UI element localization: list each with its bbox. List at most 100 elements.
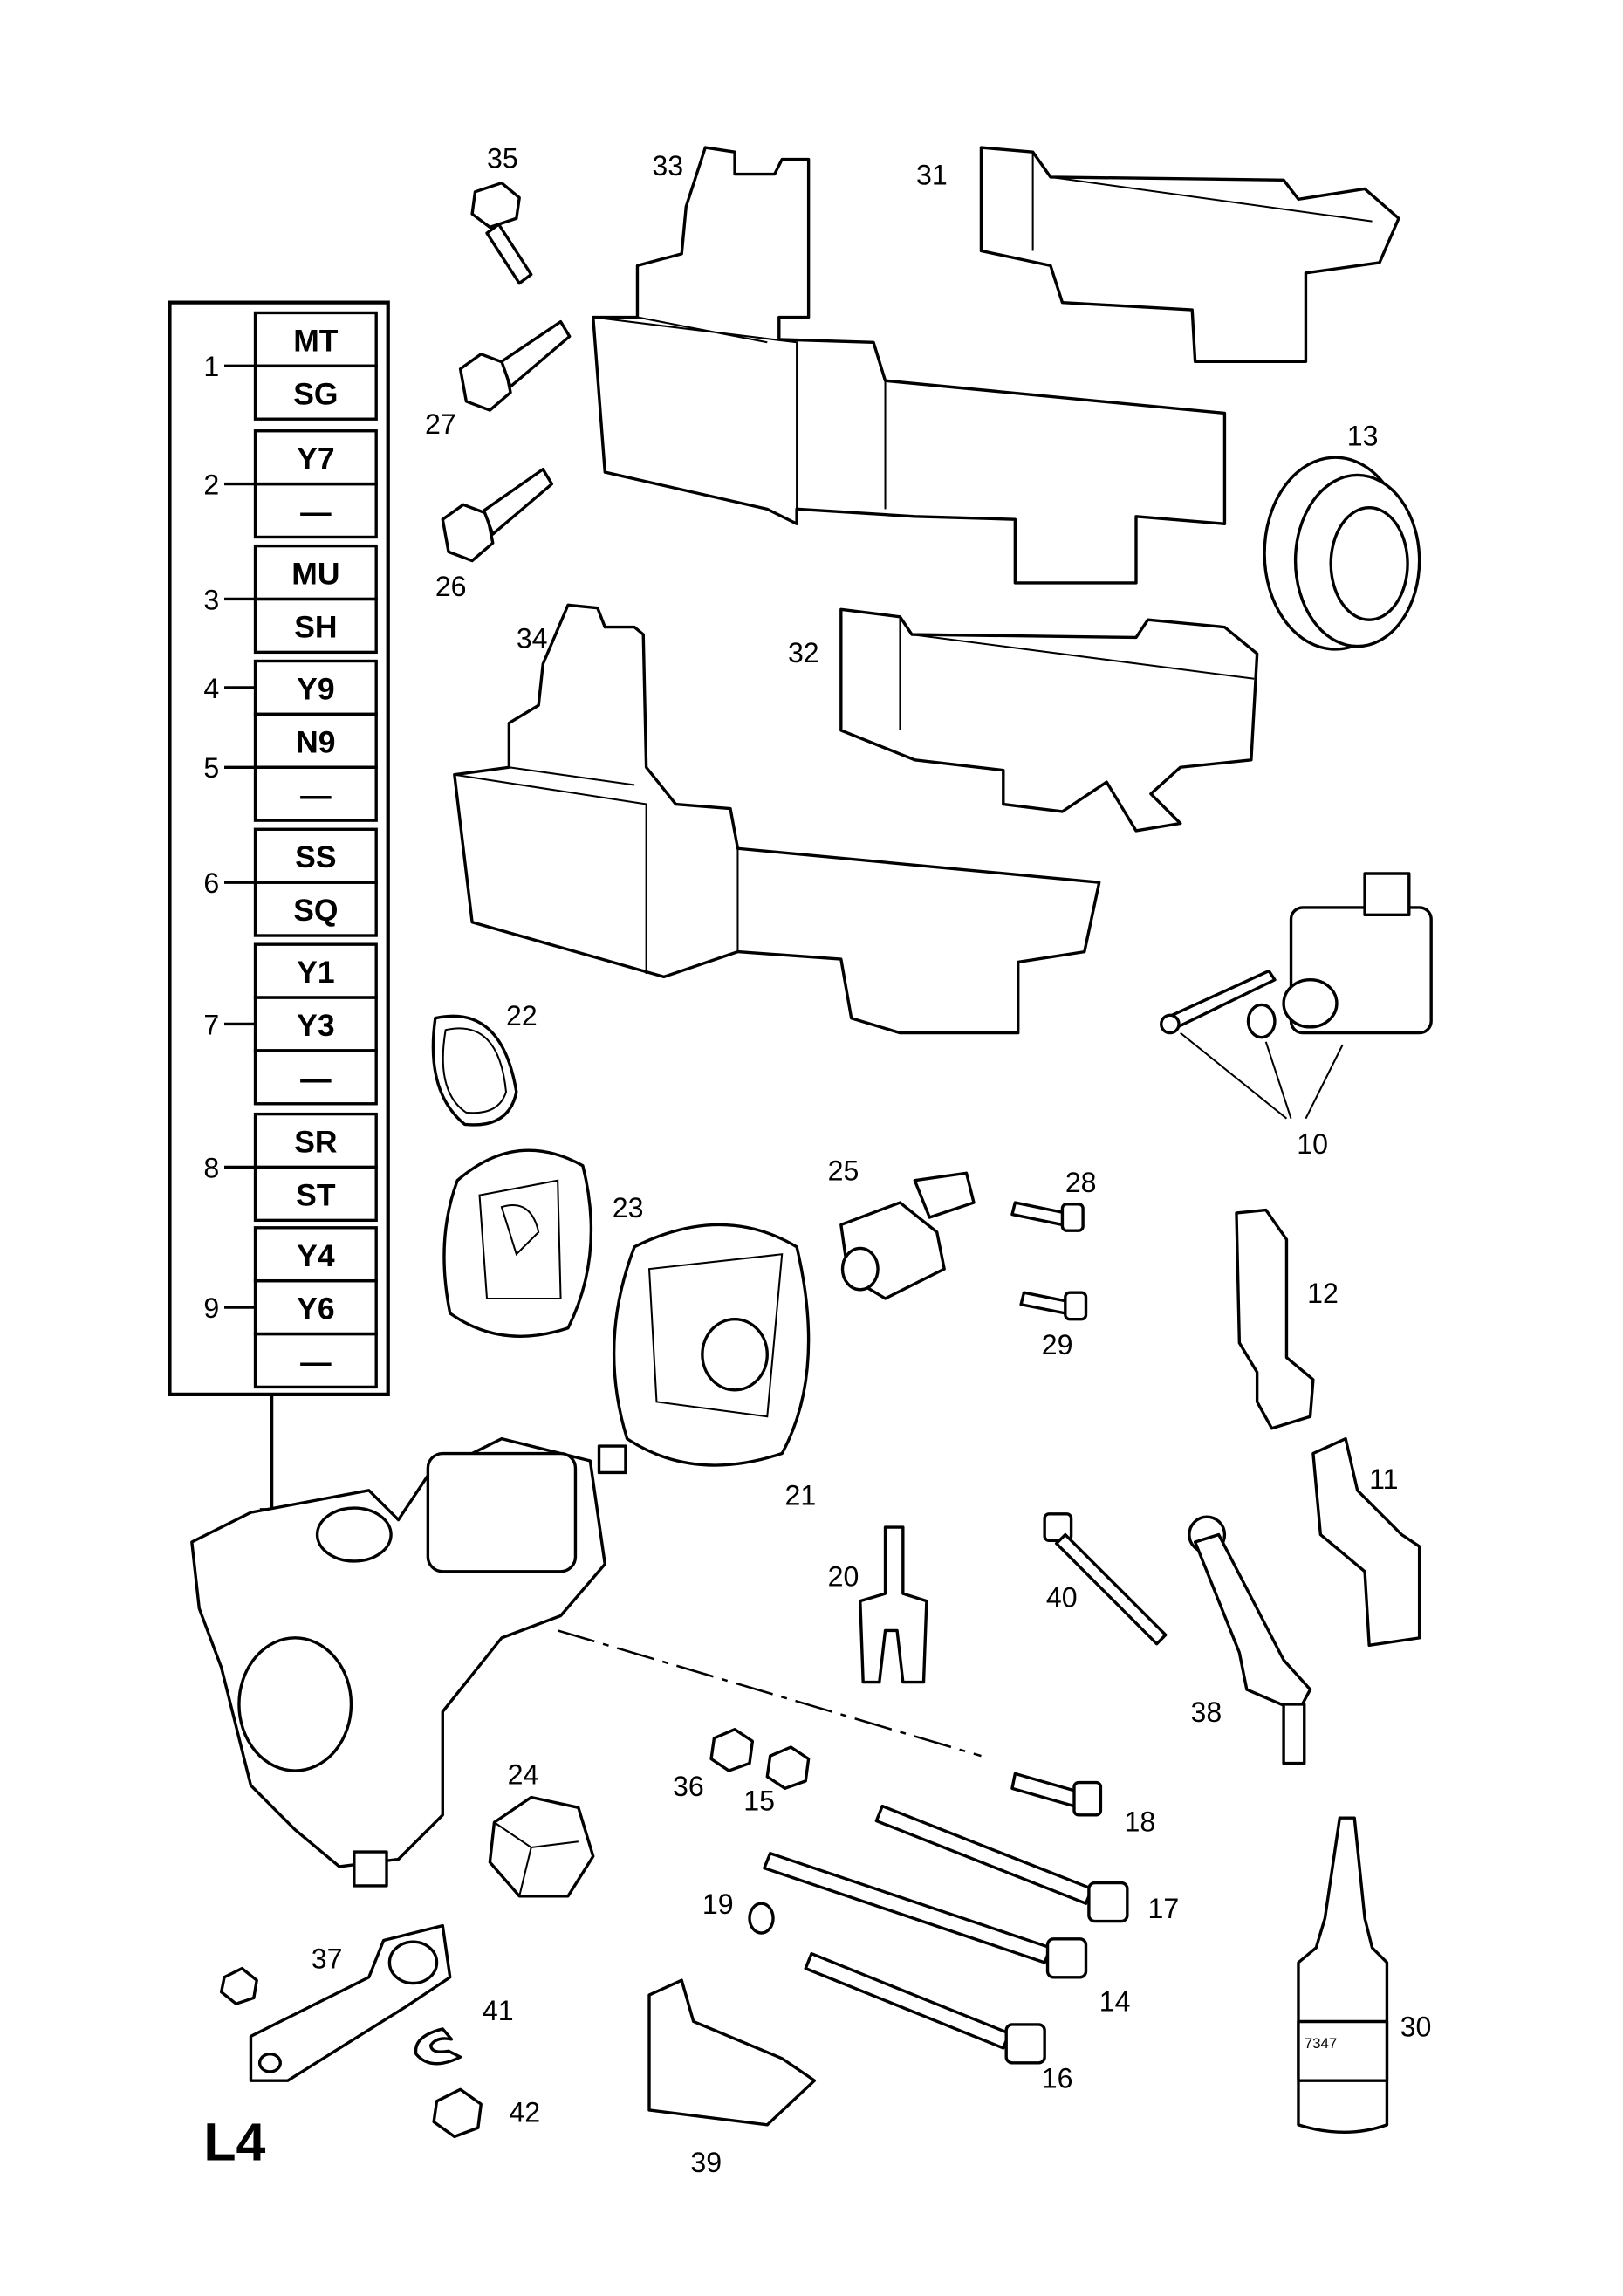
legend-cell [253, 1165, 378, 1223]
legend-cell [253, 482, 378, 539]
callout-24: 24 [508, 1758, 539, 1790]
legend-cell [253, 1049, 378, 1106]
callout-23: 23 [613, 1192, 644, 1223]
callout-34: 34 [517, 622, 548, 654]
legend-frame [168, 300, 390, 1396]
callout-37: 37 [312, 1943, 343, 1975]
callout-19: 19 [702, 1888, 734, 1920]
part-26-bolt [441, 468, 554, 563]
part-38-pitman-arm [1188, 1515, 1312, 1765]
steering-gear-box [190, 1436, 627, 1888]
legend-number: 3 [203, 584, 219, 615]
callouts: 35 33 31 27 13 26 34 32 22 10 25 28 23 1… [312, 143, 1432, 2178]
callout-38: 38 [1191, 1696, 1222, 1728]
callout-42: 42 [509, 2096, 540, 2128]
legend-cell [253, 1332, 378, 1389]
assembly-line [557, 1629, 982, 1758]
part-14-bolt [763, 1852, 1088, 1979]
legend-number: 7 [203, 1009, 219, 1040]
legend-code: — [300, 1061, 332, 1096]
diagram-code: L4 [203, 2112, 265, 2171]
callout-33: 33 [652, 150, 683, 182]
callout-26: 26 [435, 571, 467, 602]
legend-group: MU SH 3 [203, 544, 378, 655]
part-35-bolt [470, 181, 533, 285]
legend-code: Y3 [297, 1008, 334, 1043]
legend-cell [253, 765, 378, 822]
legend-code: SH [294, 609, 337, 644]
part-21-boot [612, 1223, 811, 1467]
callout-20: 20 [828, 1561, 859, 1593]
legend-code: SQ [293, 893, 338, 928]
legend-code: Y9 [297, 671, 334, 706]
legend-number: 9 [203, 1292, 219, 1324]
legend-code: MU [291, 557, 339, 592]
callout-22: 22 [506, 1000, 538, 1031]
callout-41: 41 [483, 1995, 514, 2026]
part-25-universal-joint [839, 1171, 976, 1300]
part-42-nut [432, 2087, 483, 2139]
legend-code: — [300, 495, 332, 530]
callout-13: 13 [1347, 421, 1379, 452]
callout-16: 16 [1042, 2063, 1073, 2094]
callout-36: 36 [673, 1771, 704, 1802]
callout-11: 11 [1369, 1463, 1398, 1495]
legend-code: SR [294, 1125, 337, 1160]
part-24-cap [488, 1795, 595, 1898]
legend-number: 1 [203, 351, 219, 382]
part-36-nut [709, 1728, 755, 1772]
legend-number: 2 [203, 469, 219, 500]
part-11-bracket [1311, 1436, 1421, 1648]
part-39-bracket [647, 1978, 817, 2127]
part-29-bolt [1019, 1291, 1088, 1321]
legend-code: N9 [296, 724, 335, 759]
variant-legend: MTSG1Y7—2MUSH3Y9N9—45SSSQ6Y1Y3—7SRST8Y4Y… [168, 300, 390, 1396]
part-22-gasket [431, 1014, 518, 1127]
legend-code: SS [295, 840, 336, 874]
callout-39: 39 [690, 2147, 722, 2178]
part-18-bolt [1010, 1772, 1103, 1817]
callout-10: 10 [1297, 1128, 1328, 1160]
part-31-heat-shield [979, 146, 1400, 363]
part-10-solenoid [1160, 872, 1433, 1120]
legend-code: — [300, 778, 332, 812]
callout-30: 30 [1400, 2011, 1432, 2042]
part-19-washer [748, 1902, 775, 1935]
part-17-bolt [874, 1804, 1129, 1923]
legend-number: 8 [203, 1152, 219, 1183]
part-15-nut [765, 1745, 811, 1791]
callout-35: 35 [487, 143, 518, 175]
callout-15: 15 [743, 1785, 775, 1817]
legend-code: MT [293, 323, 339, 358]
part-40-bolt [1043, 1512, 1168, 1646]
callout-12: 12 [1307, 1278, 1339, 1309]
legend-group: SR ST 8 [203, 1112, 378, 1223]
part-13-seal [1263, 456, 1421, 651]
legend-cell [253, 597, 378, 655]
legend-number: 4 [203, 673, 219, 704]
part-27-bolt [458, 319, 572, 412]
callout-29: 29 [1042, 1329, 1073, 1360]
part-28-bolt [1010, 1201, 1085, 1232]
legend-code: SG [293, 376, 338, 411]
callout-31: 31 [916, 159, 948, 190]
legend-code: ST [296, 1177, 336, 1212]
part-20-shim [859, 1525, 928, 1684]
nut [219, 1966, 258, 2005]
legend-number: 5 [203, 752, 219, 784]
part-33-heat-shield [592, 146, 1227, 585]
callout-32: 32 [788, 637, 819, 668]
part-30-threadlock-bottle: 7347 [1297, 1816, 1389, 2134]
callout-14: 14 [1099, 1986, 1131, 2018]
callout-40: 40 [1046, 1581, 1078, 1613]
part-41-circlip [414, 2027, 462, 2066]
legend-group: MT SG 1 [203, 311, 378, 421]
part-12-bracket [1235, 1208, 1315, 1430]
legend-code: Y4 [297, 1238, 335, 1273]
callout-18: 18 [1124, 1806, 1155, 1837]
